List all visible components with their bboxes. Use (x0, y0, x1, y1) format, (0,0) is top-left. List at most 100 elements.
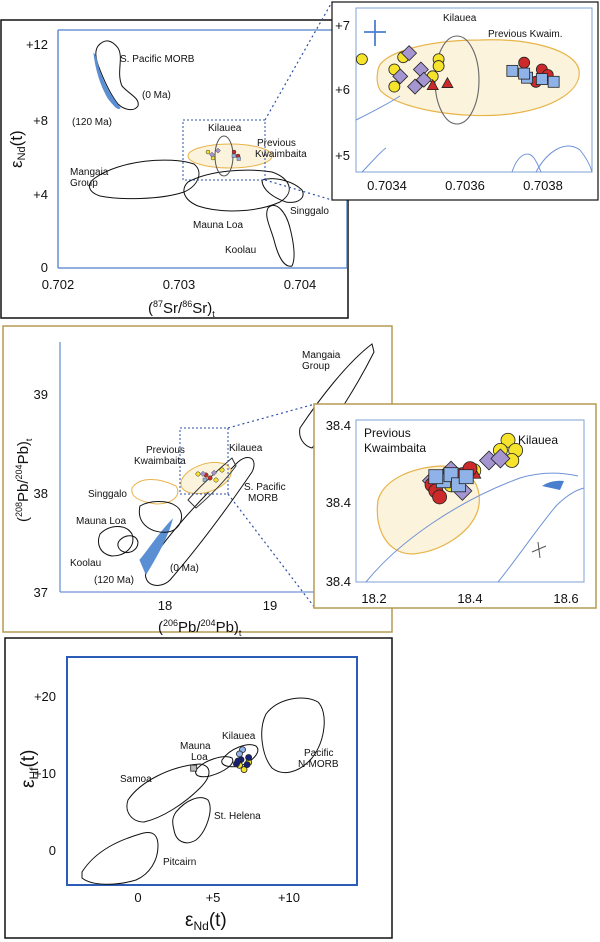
inset2-points-square-blue-point-3 (428, 469, 444, 485)
field-pacific-n-morb (261, 697, 325, 774)
panel-nd-hf: +20 +10 0 0 +5 +10 εNd(t) εHf(t) Pacific… (4, 637, 393, 939)
field-s-pacific-morb (95, 40, 139, 111)
field-samoa (126, 763, 210, 823)
pb-pb-inset-label-kilauea: Kilauea (518, 433, 558, 447)
field-kilauea-hf (221, 744, 259, 768)
nd-hf-xtick-0: 0 (134, 890, 141, 905)
inset-pb-morb-sliver (542, 480, 564, 490)
label-0-ma: (0 Ma) (142, 90, 171, 101)
inset1-points-circle-yellow-point-5 (432, 60, 445, 72)
inset1-points-square-blue-point-2 (535, 73, 548, 85)
pb-pb-inset-xtick-182: 18.2 (361, 591, 386, 606)
pb-pb-mini-points (195, 467, 225, 483)
nd-hf-ytick-20: +20 (34, 689, 56, 704)
inset1-points-triangle-red-point-0 (426, 78, 439, 91)
sr-nd-xtick-0703: 0.703 (163, 277, 196, 292)
label-st-helena: St. Helena (214, 811, 261, 822)
panel-pb-pb: 39 38 37 18 19 (206Pb/204Pb)t (208Pb/204… (2, 325, 597, 638)
field-pb-koolau-2 (117, 535, 139, 553)
field-pb-singgalo (131, 479, 179, 505)
pb-pb-inset-ytick-bottom: 38.4 (326, 574, 351, 589)
pb-pb-inset-ytick-mid: 38.4 (326, 495, 351, 510)
pb-pb-inset-plot (355, 419, 585, 583)
field-pitcairn (81, 832, 159, 885)
field-koolau (266, 205, 295, 267)
label-pb-kilauea: Kilauea (229, 443, 263, 454)
sr-nd-inset-label-kilauea: Kilauea (443, 13, 477, 24)
field-pb-mangaia-group (299, 343, 375, 449)
label-120-ma: (120 Ma) (72, 117, 112, 128)
nd-hf-ytick-10: +10 (34, 766, 56, 781)
pb-pb-inset-ytick-top: 38.4 (326, 418, 351, 433)
inset1-points-square-blue-point-0 (506, 64, 519, 77)
pb-pb-inset-xtick-184: 18.4 (457, 591, 482, 606)
field-pb-kilauea (187, 457, 237, 509)
inset1-points-diamond-purple-point-0 (401, 45, 418, 62)
pb-pb-ytick-38: 38 (34, 486, 48, 501)
label-pb-singgalo: Singgalo (88, 489, 127, 500)
pb-pb-inset-points (421, 432, 523, 505)
sr-nd-xtick-0704: 0.704 (284, 277, 317, 292)
field-singgalo (261, 178, 304, 203)
inset1-points-diamond-purple-point-3 (415, 71, 432, 88)
sr-nd-inset-xtick-07036: 0.7036 (445, 178, 485, 193)
field-s-pacific-morb-fill (93, 52, 121, 109)
sr-nd-ytick-0: 0 (41, 260, 48, 275)
pb-pb-inset-xtick-186: 18.6 (553, 591, 578, 606)
sr-nd-zoom-box (182, 119, 266, 181)
pb-pb-error-bar-b (537, 541, 541, 559)
sr-nd-x-ticks: 0.702 0.703 0.704 (42, 277, 317, 292)
hf-points-circle-navy-point-4 (234, 757, 242, 765)
hf-points-square-grey-point-0 (190, 764, 198, 772)
label-pitcairn: Pitcairn (163, 857, 196, 868)
inset-curve-lower-mid (511, 153, 542, 173)
hf-points-circle-yellow-point-1 (240, 766, 248, 773)
inset1-points-triangle-red-point-1 (441, 76, 454, 88)
field-pb-mauna-loa (138, 501, 183, 533)
plot-pb-pb-axes (59, 342, 360, 593)
sr-nd-xtick-0702: 0.702 (42, 277, 75, 292)
field-mauna-loa-hf (195, 756, 234, 778)
label-singgalo: Singgalo (290, 206, 329, 217)
sr-nd-ytick-4: +4 (33, 187, 48, 202)
panel-sr-nd: +12 +8 +4 0 0.702 0.703 0.704 (87Sr/86Sr… (0, 1, 599, 319)
sr-nd-y-ticks: +12 +8 +4 0 (26, 37, 48, 275)
inset1-points-diamond-purple-point-2 (392, 68, 409, 85)
inset2-points-circle-red-point-5 (432, 489, 448, 505)
inset2-points-circle-yellow-point-0 (500, 432, 516, 448)
sr-nd-inset-xtick-07034: 0.7034 (367, 178, 407, 193)
field-pb-morb-fill (139, 518, 173, 576)
label-s-pacific-morb: S. Pacific MORB (120, 54, 195, 65)
hf-points-circle-blue-point-1 (236, 750, 243, 758)
sr-nd-inset: +7 +6 +5 0.7034 0.7036 0.7038 Kilauea Pr… (331, 1, 599, 201)
inset-curve-left (355, 95, 401, 121)
inset-curve-lower-right (535, 145, 593, 173)
label-pb-120-ma: (120 Ma) (94, 575, 134, 586)
inset1-points-diamond-purple-point-4 (407, 78, 423, 95)
sr-nd-inset-points (355, 45, 560, 95)
pb-pb-xlabel: (206Pb/204Pb)t (158, 618, 242, 638)
sr-nd-inset-xtick-07038: 0.7038 (523, 178, 563, 193)
inset-curve-lower-left (361, 147, 387, 173)
inset1-points-circle-red-point-0 (518, 56, 531, 69)
sr-nd-inset-ytick-5: +5 (335, 148, 350, 163)
pb-pb-ytick-37: 37 (34, 585, 48, 600)
nd-hf-y-ticks: +20 +10 0 (34, 689, 56, 858)
sr-nd-ytick-8: +8 (33, 113, 48, 128)
field-mauna-loa (183, 169, 290, 212)
nd-hf-points (190, 746, 253, 773)
sr-nd-mini-points (205, 147, 241, 161)
nd-hf-xtick-5: +5 (206, 890, 221, 905)
panel-nd-hf-frame (4, 637, 393, 939)
sr-nd-ytick-12: +12 (26, 37, 48, 52)
pb-pb-ylabel: (208Pb/204Pb)t (14, 438, 34, 522)
pb-pb-ytick-39: 39 (34, 387, 48, 402)
label-kilauea: Kilauea (208, 123, 242, 134)
inset1-points-circle-yellow-point-0 (355, 53, 368, 66)
pb-pb-xtick-18: 18 (158, 598, 172, 613)
label-pb-mauna-loa: Mauna Loa (76, 516, 126, 527)
